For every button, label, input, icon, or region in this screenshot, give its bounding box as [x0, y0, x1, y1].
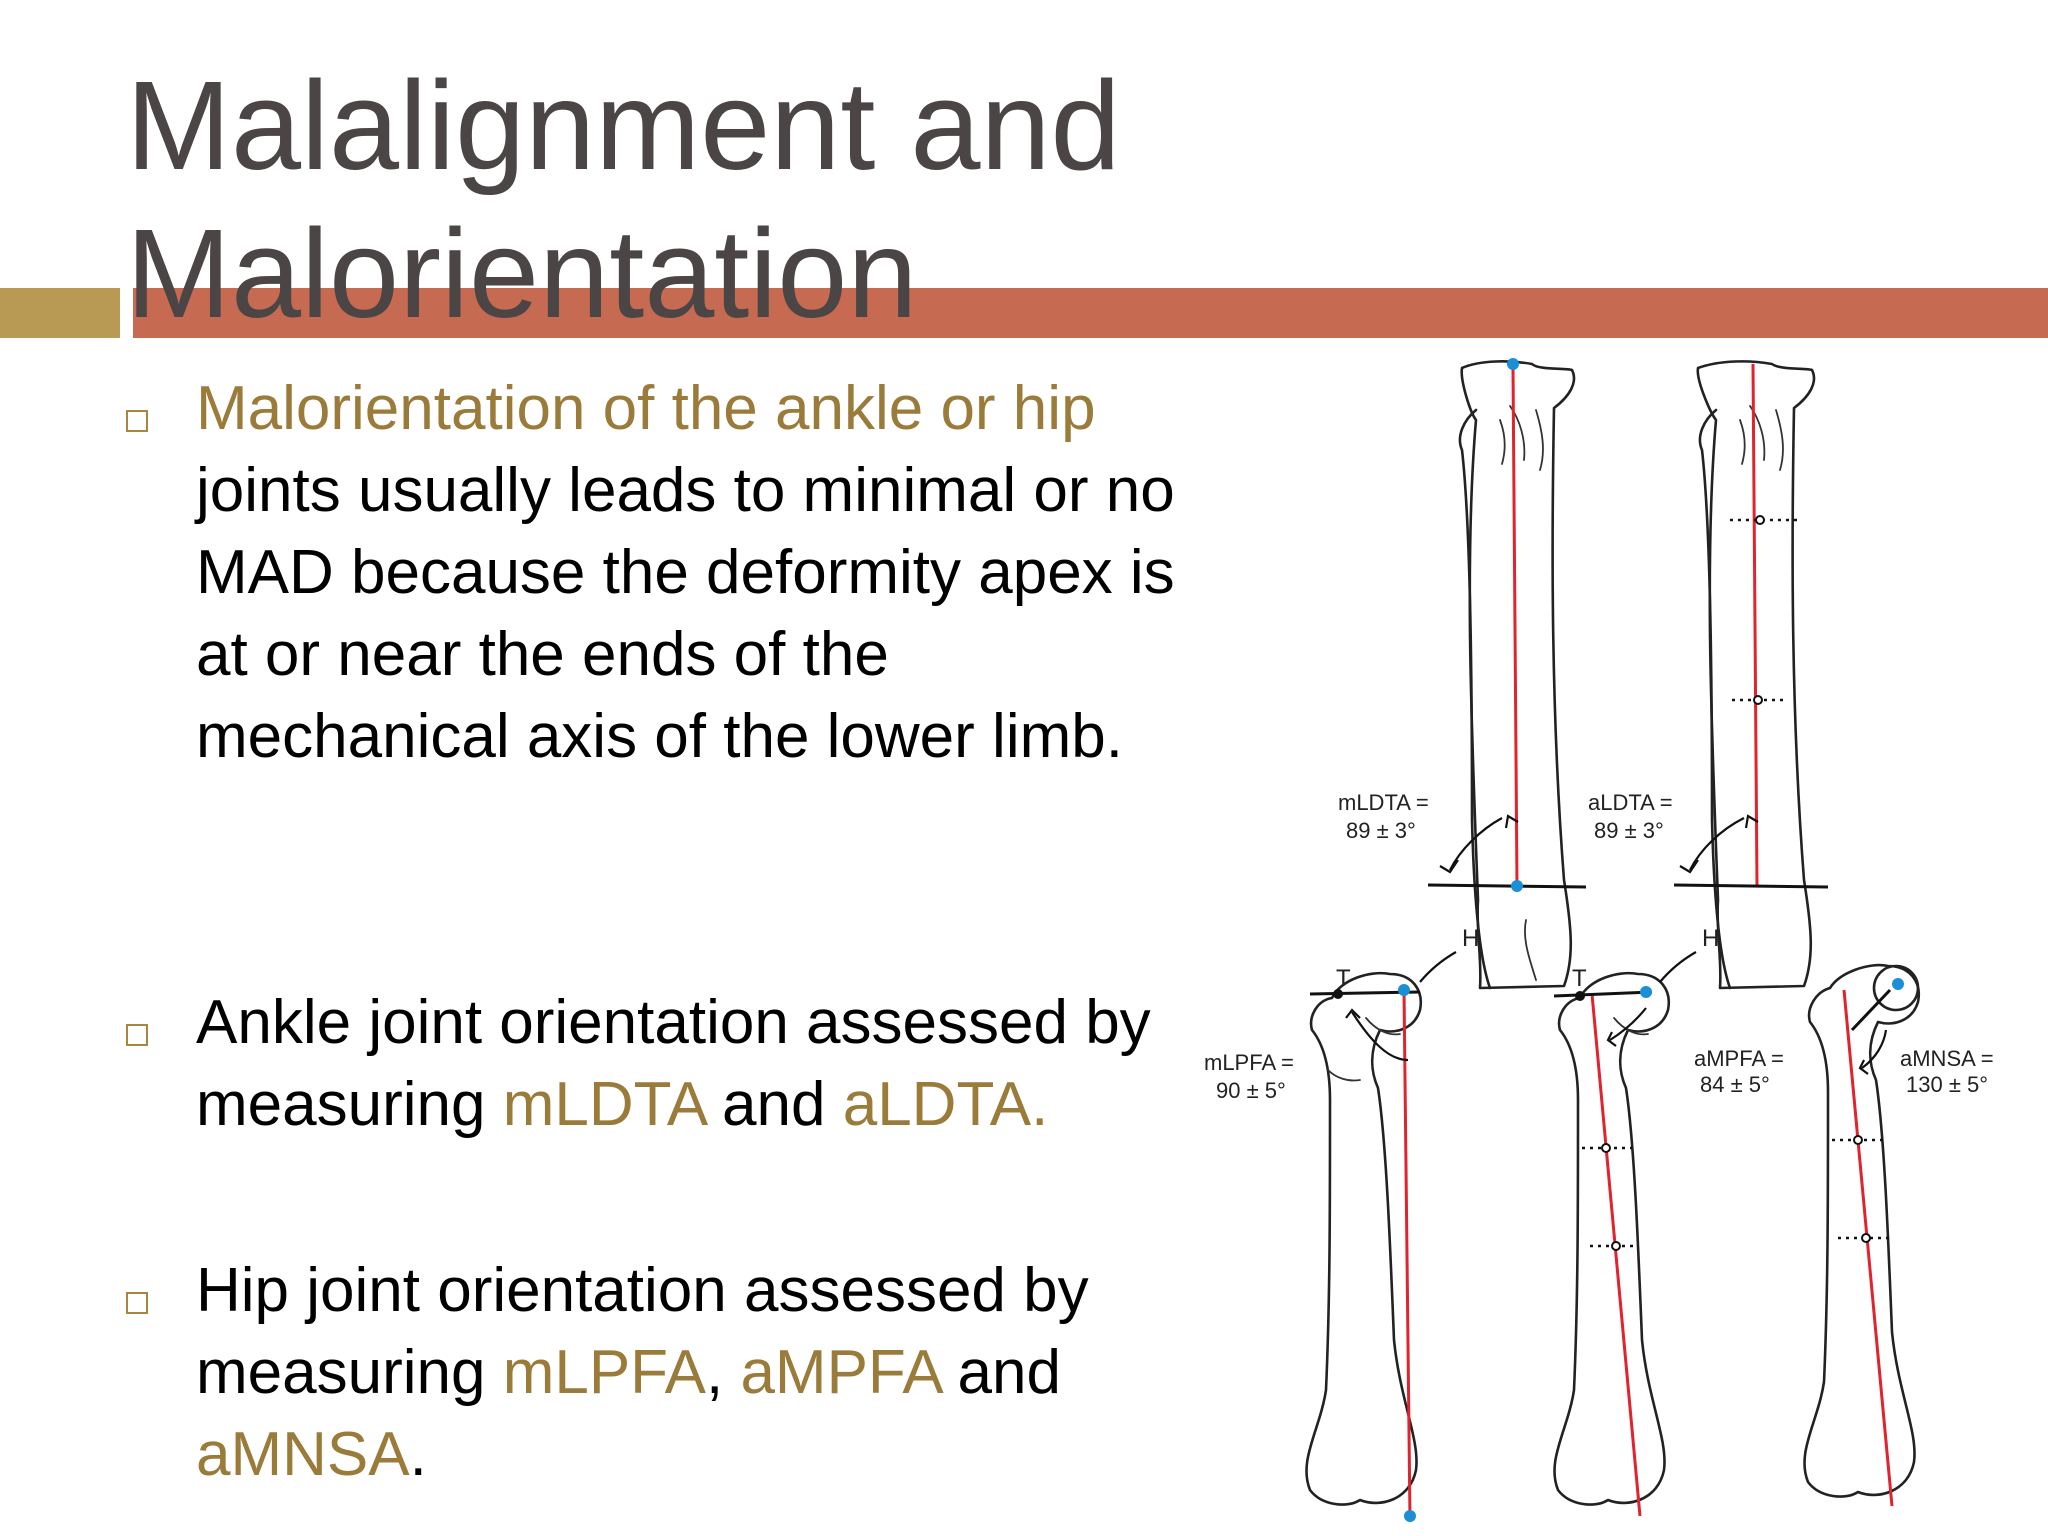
- femur-midpoint-lower: [1861, 1233, 1871, 1243]
- bullet-text: Ankle joint orientation assessed by meas…: [196, 982, 1186, 1146]
- bullet-highlight: mLDTA: [502, 1070, 705, 1139]
- slide-title-line-1: Malalignment and: [126, 55, 1121, 196]
- femoral-head-center-point: [1892, 978, 1904, 990]
- femur-midpoint-upper: [1601, 1143, 1611, 1153]
- label-mldta-value: 89 ± 3°: [1346, 818, 1416, 843]
- bullet-highlight: Malorientation of the ankle or hip: [196, 374, 1096, 443]
- label-ampfa-name: aMPFA =: [1694, 1046, 1784, 1071]
- label-trochanter: T: [1572, 965, 1587, 992]
- bullet-text: Hip joint orientation assessed by measur…: [196, 1250, 1186, 1496]
- bullet-plain: and: [940, 1338, 1061, 1407]
- tibia-aldta-drawing: aLDTA = 89 ± 3°: [1588, 360, 1829, 990]
- label-mldta-name: mLDTA =: [1338, 790, 1429, 815]
- tibia-midpoint-upper: [1755, 515, 1765, 525]
- femur-amnsa-drawing: aMNSA = 130 ± 5°: [1803, 963, 1994, 1507]
- bullet-highlight: aLDTA.: [842, 1070, 1049, 1139]
- bullet-plain: ,: [706, 1338, 741, 1407]
- bullet-square-icon: [126, 1292, 148, 1314]
- label-head: H: [1462, 925, 1479, 952]
- bullet-plain: .: [409, 1420, 427, 1489]
- label-amnsa-value: 130 ± 5°: [1906, 1072, 1988, 1097]
- femoral-head-outline: [1872, 964, 1920, 1012]
- bullet-plain: Hip joint orientation assessed by measur…: [196, 1256, 1089, 1407]
- label-aldta-value: 89 ± 3°: [1594, 818, 1664, 843]
- label-aldta-name: aLDTA =: [1588, 790, 1673, 815]
- bullet-item-ankle-orientation: Ankle joint orientation assessed by meas…: [126, 982, 1186, 1146]
- femur-midpoint-lower: [1611, 1241, 1621, 1251]
- trochanter-point: [1333, 989, 1343, 999]
- label-trochanter: T: [1336, 965, 1351, 992]
- bullet-highlight: mLPFA: [502, 1338, 706, 1407]
- bullet-square-icon: [126, 1024, 148, 1046]
- femur-distal-point: [1404, 1510, 1416, 1522]
- femoral-head-center-point: [1398, 984, 1410, 996]
- bullet-square-icon: [126, 410, 148, 432]
- bullet-highlight: aMNSA: [196, 1420, 410, 1489]
- bullet-plain: Ankle joint orientation assessed by meas…: [196, 988, 1151, 1139]
- trochanter-point: [1575, 991, 1585, 1001]
- femur-midpoint-upper: [1853, 1135, 1863, 1145]
- title-accent-bar-red: [133, 288, 2048, 338]
- bullet-item-hip-orientation: Hip joint orientation assessed by measur…: [126, 1250, 1186, 1496]
- bullet-plain: joints usually leads to minimal or no MA…: [196, 456, 1175, 771]
- bullet-highlight: aMPFA: [740, 1338, 941, 1407]
- tibia-proximal-point: [1507, 358, 1519, 370]
- label-amnsa-name: aMNSA =: [1900, 1046, 1994, 1071]
- label-head: H: [1702, 925, 1719, 952]
- tibia-mldta-drawing: mLDTA = 89 ± 3°: [1338, 358, 1587, 990]
- slide-title-line-2: Malorientation: [126, 203, 918, 344]
- femoral-head-center-point: [1640, 986, 1652, 998]
- tibia-midpoint-lower: [1753, 695, 1763, 705]
- bullet-plain: and: [704, 1070, 843, 1139]
- label-ampfa-value: 84 ± 5°: [1700, 1072, 1770, 1097]
- slide-title: Malalignment and Malorientation: [126, 52, 1426, 348]
- bone-diagram: mLDTA = 89 ± 3° aLDTA = 89 ± 3°: [1204, 358, 1994, 1522]
- femur-mlpfa-drawing: T H mLPFA = 90 ± 5°: [1204, 925, 1479, 1522]
- title-accent-bar-gold: [0, 288, 120, 338]
- label-mlpfa-value: 90 ± 5°: [1216, 1078, 1286, 1103]
- bullet-item-malorientation: Malorientation of the ankle or hip joint…: [126, 368, 1186, 778]
- label-mlpfa-name: mLPFA =: [1204, 1050, 1294, 1075]
- femur-ampfa-drawing: T H aMPFA = 84 ± 5°: [1553, 925, 1784, 1517]
- joint-orientation-figure: mLDTA = 89 ± 3° aLDTA = 89 ± 3°: [1180, 340, 2048, 1536]
- tibia-distal-point: [1511, 880, 1523, 892]
- bullet-text: Malorientation of the ankle or hip joint…: [196, 368, 1186, 778]
